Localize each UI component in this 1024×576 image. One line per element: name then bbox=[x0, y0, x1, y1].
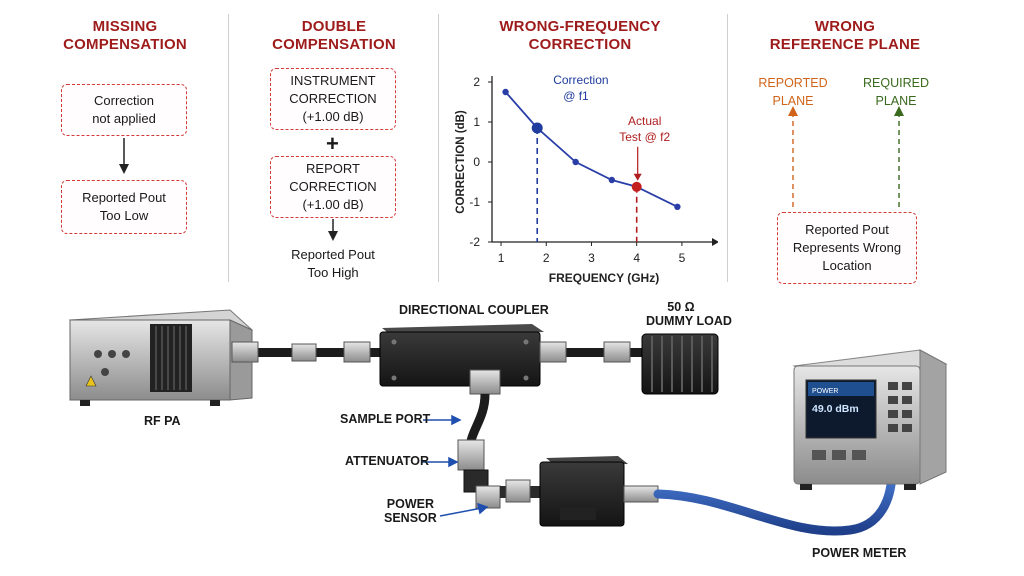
reported-pout-too-low-box: Reported Pout Too Low bbox=[61, 180, 187, 234]
y-axis-label: CORRECTION (dB) bbox=[455, 110, 467, 214]
wrong-reference-plane-title: WRONG REFERENCE PLANE bbox=[769, 18, 921, 53]
dummy-load-device bbox=[641, 333, 719, 395]
correction-not-applied-box: Correction not applied bbox=[61, 84, 187, 136]
attenuator-label: ATTENUATOR bbox=[345, 454, 430, 468]
reported-plane-label: REPORTED PLANE bbox=[758, 76, 828, 108]
rf-pa-label: RF PA bbox=[144, 414, 181, 428]
x-tick-label: 2 bbox=[543, 251, 550, 265]
sample-port-label: SAMPLE PORT bbox=[340, 412, 431, 426]
power-sensor-device bbox=[539, 456, 628, 527]
missing-arrow bbox=[119, 138, 129, 174]
missing-compensation-title: MISSING COMPENSATION bbox=[63, 18, 187, 53]
data-point bbox=[572, 158, 579, 166]
directional-coupler-label: DIRECTIONAL COUPLER bbox=[399, 303, 549, 317]
wrong-frequency-title: WRONG-FREQUENCY CORRECTION bbox=[499, 18, 661, 53]
reference-plane-arrows bbox=[788, 106, 904, 208]
f2-annotation-line2: Test @ f2 bbox=[619, 130, 670, 144]
measurement-setup: POWER 49.0 dBm bbox=[68, 309, 948, 536]
y-tick-label: 0 bbox=[473, 155, 480, 169]
meter-brand-text: POWER bbox=[812, 388, 838, 395]
power-sensor-label: POWER SENSOR bbox=[384, 497, 437, 525]
data-point bbox=[608, 176, 616, 184]
correction-curve bbox=[504, 91, 678, 208]
f1-annotation-line2: @ f1 bbox=[563, 89, 589, 103]
directional-coupler-device bbox=[379, 324, 544, 395]
y-tick-label: -2 bbox=[469, 235, 480, 249]
power-meter-device bbox=[792, 349, 948, 490]
f2-marker bbox=[631, 181, 642, 192]
required-plane-label: REQUIRED PLANE bbox=[863, 76, 929, 108]
y-tick-label: -1 bbox=[469, 195, 480, 209]
x-tick-label: 4 bbox=[633, 251, 640, 265]
panel-divider-3 bbox=[727, 14, 728, 282]
wrong-location-box: Reported Pout Represents Wrong Location bbox=[777, 212, 917, 284]
x-tick-label: 1 bbox=[498, 251, 505, 265]
double-arrow bbox=[328, 219, 338, 241]
f1-annotation-line1: Correction bbox=[553, 73, 608, 87]
rf-pa-device bbox=[68, 309, 254, 406]
meter-reading-text: 49.0 dBm bbox=[812, 403, 859, 415]
f1-marker bbox=[531, 122, 543, 134]
power-meter-label: POWER METER bbox=[812, 546, 907, 560]
reported-pout-too-high-text: Reported Pout Too High bbox=[291, 247, 375, 280]
dummy-load-label: 50 Ω DUMMY LOAD bbox=[646, 300, 732, 328]
data-point bbox=[674, 203, 681, 210]
y-tick-label: 1 bbox=[473, 115, 480, 129]
plus-sign: + bbox=[326, 131, 339, 156]
report-correction-box: REPORT CORRECTION (+1.00 dB) bbox=[270, 156, 396, 218]
panel-divider-2 bbox=[438, 14, 439, 282]
x-tick-label: 3 bbox=[588, 251, 595, 265]
double-compensation-title: DOUBLE COMPENSATION bbox=[272, 18, 396, 53]
data-point bbox=[502, 88, 509, 96]
f2-annotation-line1: Actual bbox=[628, 114, 661, 128]
x-axis-label: FREQUENCY (GHz) bbox=[549, 271, 659, 285]
panel-divider-1 bbox=[228, 14, 229, 282]
y-tick-label: 2 bbox=[473, 75, 480, 89]
instrument-correction-box: INSTRUMENT CORRECTION (+1.00 dB) bbox=[270, 68, 396, 130]
x-tick-label: 5 bbox=[679, 251, 686, 265]
x-axis-arrowhead bbox=[712, 238, 718, 246]
f2-annotation-arrowhead bbox=[633, 173, 642, 181]
